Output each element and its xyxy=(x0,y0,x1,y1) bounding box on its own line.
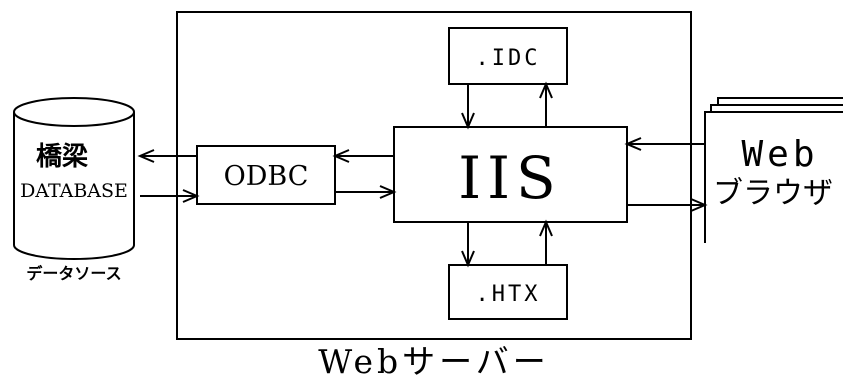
database-label-text: DATABASE xyxy=(20,180,128,202)
iis-label: IIS xyxy=(458,144,562,212)
odbc-box xyxy=(196,145,336,205)
arrow-iis-to-htx xyxy=(461,222,475,268)
htx-box xyxy=(448,264,568,320)
arrow-iis-to-odbc xyxy=(332,149,394,163)
web-server-caption: Webサーバー xyxy=(318,342,550,378)
arrow-htx-to-iis xyxy=(539,219,553,265)
idc-label: .IDC xyxy=(476,46,541,71)
odbc-label: ODBC xyxy=(224,161,309,192)
arrow-iis-to-browser xyxy=(627,198,708,212)
arrow-browser-to-iis xyxy=(624,137,705,151)
arrow-idc-to-iis xyxy=(461,84,475,130)
web-browser-label-line2: ブラウザ xyxy=(713,176,833,211)
arrow-odbc-to-database xyxy=(137,149,197,163)
htx-label: .HTX xyxy=(476,282,541,307)
arrow-database-to-odbc xyxy=(140,189,200,203)
arrow-iis-to-idc xyxy=(539,81,553,127)
idc-box xyxy=(448,27,568,85)
arrow-odbc-to-iis xyxy=(335,185,397,199)
web-browser-box xyxy=(704,97,843,243)
iis-box xyxy=(393,126,628,223)
web-browser-label-line1: Web xyxy=(741,134,818,175)
web-server-frame xyxy=(176,11,692,340)
database-cylinder xyxy=(13,97,135,260)
data-source-caption: データソース xyxy=(26,264,121,283)
database-label-kanji: 橋梁 xyxy=(36,142,88,172)
